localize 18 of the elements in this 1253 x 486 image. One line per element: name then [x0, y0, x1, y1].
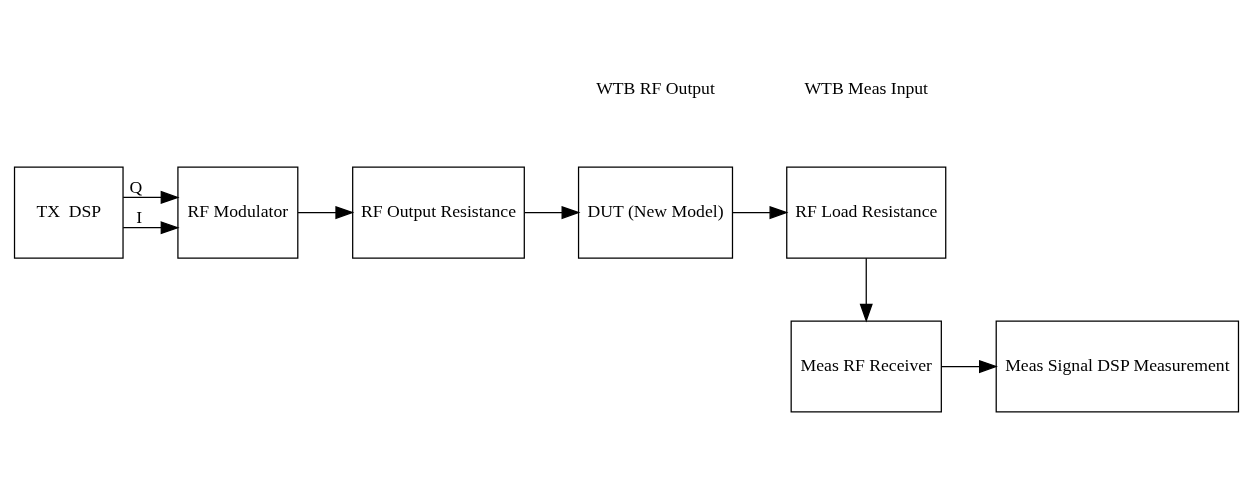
label: WTB Meas Input — [804, 77, 929, 98]
arrow — [859, 257, 873, 323]
arrow — [524, 205, 581, 219]
edge-label: Q — [129, 176, 143, 197]
arrow — [732, 205, 789, 219]
arrow — [940, 359, 998, 373]
node-box: DUT (New Model) — [577, 166, 734, 259]
arrow — [122, 190, 180, 204]
node-box: TX DSP — [13, 166, 124, 259]
label: WTB RF Output — [596, 77, 715, 98]
node-box: Meas RF Receiver — [790, 319, 942, 413]
node-box: Meas Signal DSP Measurement — [995, 319, 1240, 413]
node-box: RF Load Resistance — [786, 166, 947, 259]
edge-label: I — [136, 206, 143, 227]
arrow — [297, 205, 355, 219]
arrow — [122, 220, 180, 234]
node-box: RF Modulator — [177, 166, 299, 259]
node-box: RF Output Resistance — [352, 166, 525, 259]
